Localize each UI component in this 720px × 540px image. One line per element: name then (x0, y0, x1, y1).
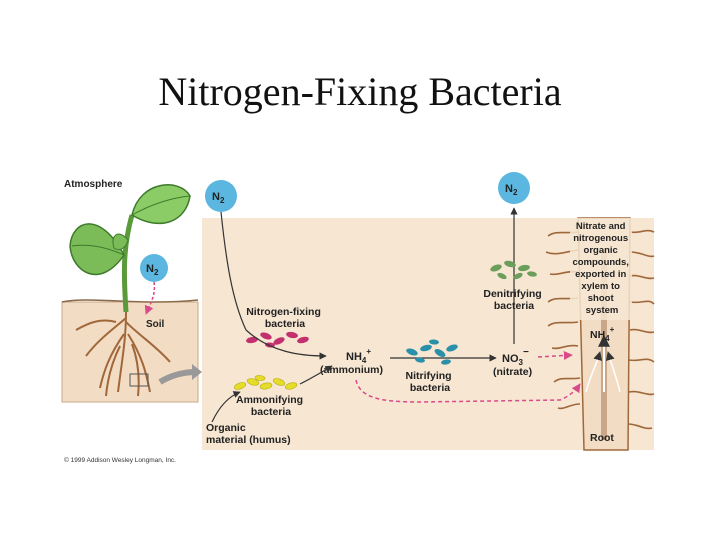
soil-area (62, 302, 198, 402)
exported-line-3: organic (584, 245, 618, 256)
n2-top-label: N (505, 183, 513, 195)
nitrate-sup: − (523, 347, 529, 358)
atmosphere-label: Atmosphere (64, 179, 123, 190)
n2-left-sub: 2 (220, 196, 225, 205)
root-nh-sup: + (610, 325, 615, 334)
root-nh-sub: 4 (605, 334, 610, 343)
nitrogen-fixing-label-2: bacteria (265, 318, 305, 330)
nitrate-label: (nitrate) (493, 366, 532, 378)
organic-label-2: material (humus) (206, 434, 291, 446)
exported-line-1: Nitrate and (576, 221, 626, 232)
nitrifying-label: Nitrifying (405, 370, 451, 382)
ammonifying-label: Ammonifying (236, 394, 303, 406)
exported-line-7: shoot (588, 293, 615, 304)
n2-left-label: N (212, 191, 220, 203)
copyright-text: © 1999 Addison Wesley Longman, Inc. (64, 456, 176, 464)
exported-line-5: exported in (575, 269, 626, 280)
nitrogen-fixing-label: Nitrogen-fixing (246, 306, 321, 318)
ammonium-sup: + (366, 347, 371, 356)
plant-illustration: Atmosphere N2 Soil (62, 179, 202, 402)
exported-line-4: compounds, (572, 257, 628, 268)
right-leaf (132, 185, 190, 224)
plant-n2-label: N (146, 263, 154, 275)
organic-label: Organic (206, 422, 246, 434)
svg-text:Nitrifying bacteria: Nitrifying bacteria (405, 370, 454, 394)
soil-label: Soil (146, 319, 165, 330)
nitrifying-label-2: bacteria (410, 382, 450, 394)
ammonium-label: (ammonium) (320, 364, 383, 376)
plant-stem (124, 215, 132, 312)
nitrate-no: NO (502, 353, 519, 365)
root-label: Root (590, 432, 614, 444)
plant-n2-sub: 2 (154, 268, 159, 277)
n2-top-sub: 2 (513, 188, 518, 197)
exported-line-6: xylem to (581, 281, 620, 292)
exported-line-2: nitrogenous (573, 233, 628, 244)
root-nh-label: NH (590, 329, 605, 341)
denitrifying-label-2: bacteria (494, 300, 534, 312)
ammonifying-label-2: bacteria (251, 406, 291, 418)
denitrifying-label: Denitrifying (483, 288, 541, 300)
ammonium-nh: NH (346, 351, 362, 363)
exported-line-8: system (586, 305, 619, 316)
